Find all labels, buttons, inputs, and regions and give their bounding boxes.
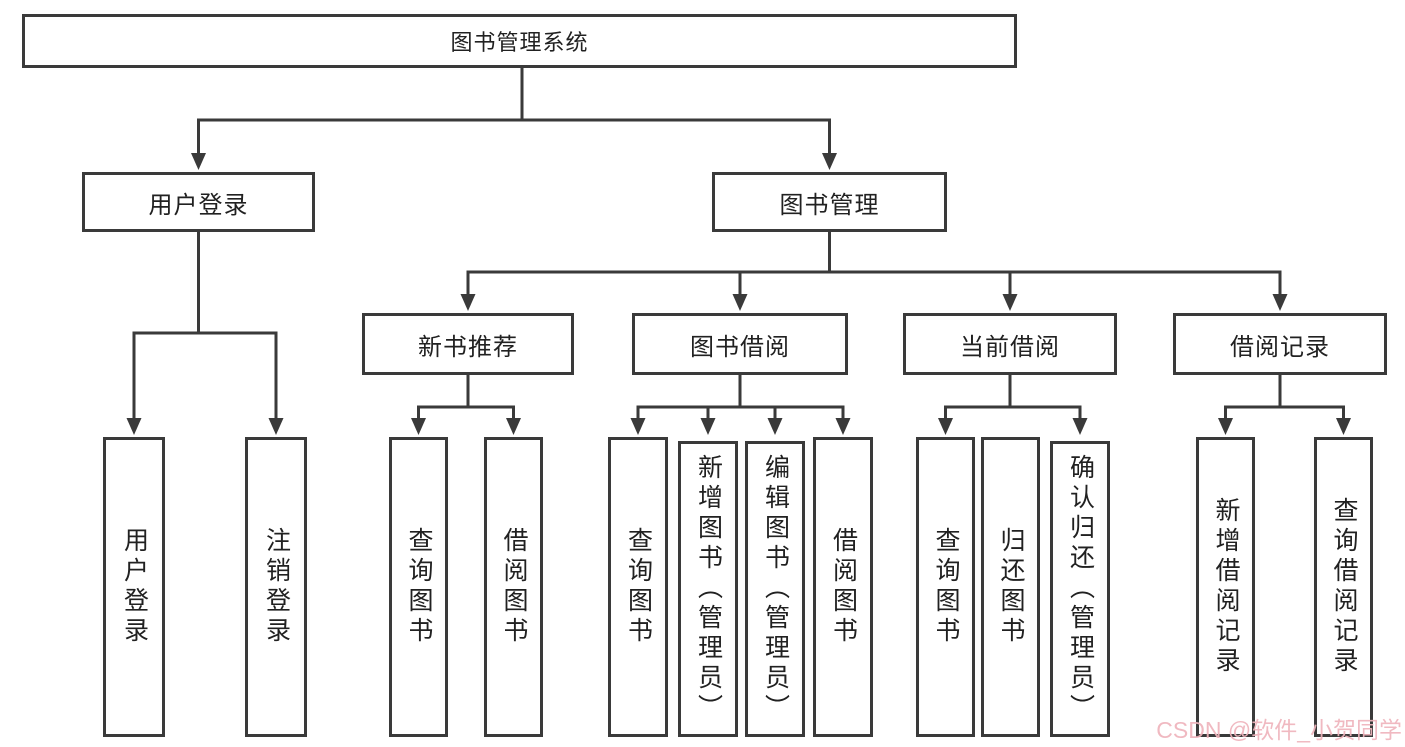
leaf-records-add-record: 新增借阅记录 [1196, 437, 1255, 737]
leaf-user-login: 用户登录 [103, 437, 165, 737]
leaf-borrow-borrow-books: 借阅图书 [813, 437, 873, 737]
leaf-borrow-edit-books-admin: 编辑图书（管理员） [745, 441, 805, 737]
csdn-watermark: CSDN @软件_小贺同学 [1156, 717, 1402, 743]
leaf-current-query-books: 查询图书 [916, 437, 975, 737]
node-current-borrow: 当前借阅 [903, 313, 1117, 375]
node-library-system: 图书管理系统 [22, 14, 1017, 68]
leaf-records-query-record: 查询借阅记录 [1314, 437, 1373, 737]
node-user-login: 用户登录 [82, 172, 315, 232]
leaf-borrow-query-books: 查询图书 [608, 437, 668, 737]
leaf-recommend-borrow-books: 借阅图书 [484, 437, 543, 737]
leaf-logout: 注销登录 [245, 437, 307, 737]
leaf-borrow-add-books-admin: 新增图书（管理员） [678, 441, 738, 737]
node-book-management: 图书管理 [712, 172, 947, 232]
node-book-borrow: 图书借阅 [632, 313, 848, 375]
node-new-book-recommend: 新书推荐 [362, 313, 574, 375]
arrowheads [126, 153, 1351, 435]
node-borrow-records: 借阅记录 [1173, 313, 1387, 375]
leaf-recommend-query-books: 查询图书 [389, 437, 448, 737]
leaf-current-confirm-return-admin: 确认归还（管理员） [1050, 441, 1110, 737]
leaf-current-return-books: 归还图书 [981, 437, 1040, 737]
